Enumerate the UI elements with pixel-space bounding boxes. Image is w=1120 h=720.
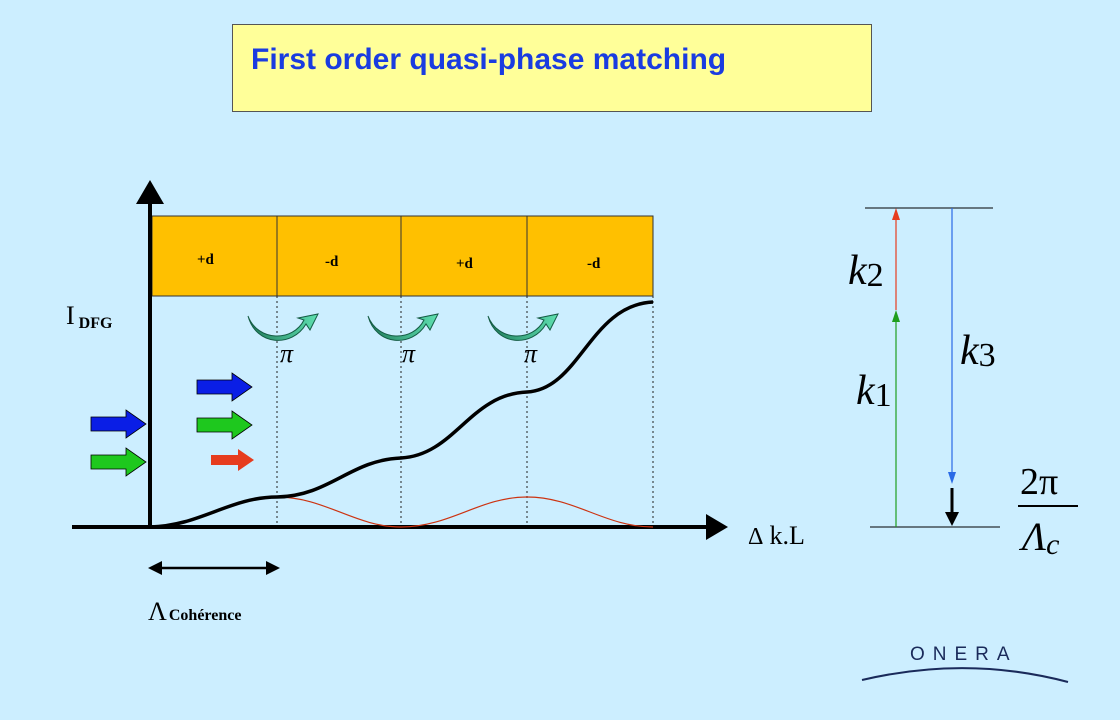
k3-subscript: 3 xyxy=(979,337,996,374)
segment-3 xyxy=(400,215,528,297)
segment-1 xyxy=(151,215,278,297)
k1-label: k1 xyxy=(856,368,892,414)
onera-logo-text: ONERA xyxy=(910,644,1018,665)
segment-2 xyxy=(276,215,402,297)
phase-flip-arrow-2 xyxy=(367,313,439,341)
y-axis-arrowhead xyxy=(136,180,164,204)
x-axis-arrowhead xyxy=(706,514,728,540)
k1-symbol: k xyxy=(856,368,876,414)
phase-flip-arrow-1 xyxy=(247,313,319,341)
phase-label-3: π xyxy=(524,339,538,368)
onera-logo-swoosh xyxy=(861,667,1069,683)
phase-flip-arrows xyxy=(247,313,559,341)
k3-symbol: k xyxy=(960,328,980,374)
blue-beam-arrow-output xyxy=(196,372,253,402)
fraction-denominator: Λc xyxy=(1018,514,1060,561)
fraction-denominator-subscript: c xyxy=(1046,528,1059,561)
onera-logo: ONERA xyxy=(861,644,1069,683)
y-axis-subscript: DFG xyxy=(79,315,113,332)
crystal-segments: +d -d +d -d xyxy=(151,215,654,297)
y-axis-symbol: I xyxy=(66,301,75,330)
title-box: First order quasi-phase matching xyxy=(232,24,872,112)
output-beams xyxy=(196,372,254,471)
x-axis-symbol: Δ xyxy=(748,524,763,550)
k1-subscript: 1 xyxy=(875,377,892,414)
segment-label-1: +d xyxy=(197,252,215,268)
fraction-denominator-symbol: Λ xyxy=(1018,514,1046,559)
segment-label-2: -d xyxy=(325,254,339,270)
k3-label: k3 xyxy=(960,328,996,374)
input-beams xyxy=(90,409,147,477)
phase-flip-arrow-3 xyxy=(487,313,559,341)
segment-4 xyxy=(526,215,654,297)
wavevector-diagram xyxy=(865,207,1000,528)
phase-label-1: π xyxy=(280,339,294,368)
segment-label-3: +d xyxy=(456,256,474,272)
coherence-length-arrow xyxy=(148,561,280,575)
domain-boundaries xyxy=(276,296,654,527)
k2-subscript: 2 xyxy=(867,257,884,294)
k2-symbol: k xyxy=(848,248,868,294)
blue-beam-arrow-input xyxy=(90,409,147,439)
phase-label-2: π xyxy=(402,339,416,368)
red-beam-arrow-output xyxy=(211,449,254,471)
green-beam-arrow-output xyxy=(196,410,253,440)
page-title: First order quasi-phase matching xyxy=(251,43,727,76)
grating-fraction: 2π Λc xyxy=(1018,461,1078,561)
coherence-symbol: Λ xyxy=(148,597,167,626)
coherence-subscript: Cohérence xyxy=(169,607,242,624)
k2-label: k2 xyxy=(848,248,884,294)
segment-label-4: -d xyxy=(587,256,601,272)
qpm-growth-curve xyxy=(149,300,654,529)
fraction-numerator: 2π xyxy=(1020,461,1058,503)
x-axis-text: k.L xyxy=(769,521,804,550)
green-beam-arrow-input xyxy=(90,447,147,477)
